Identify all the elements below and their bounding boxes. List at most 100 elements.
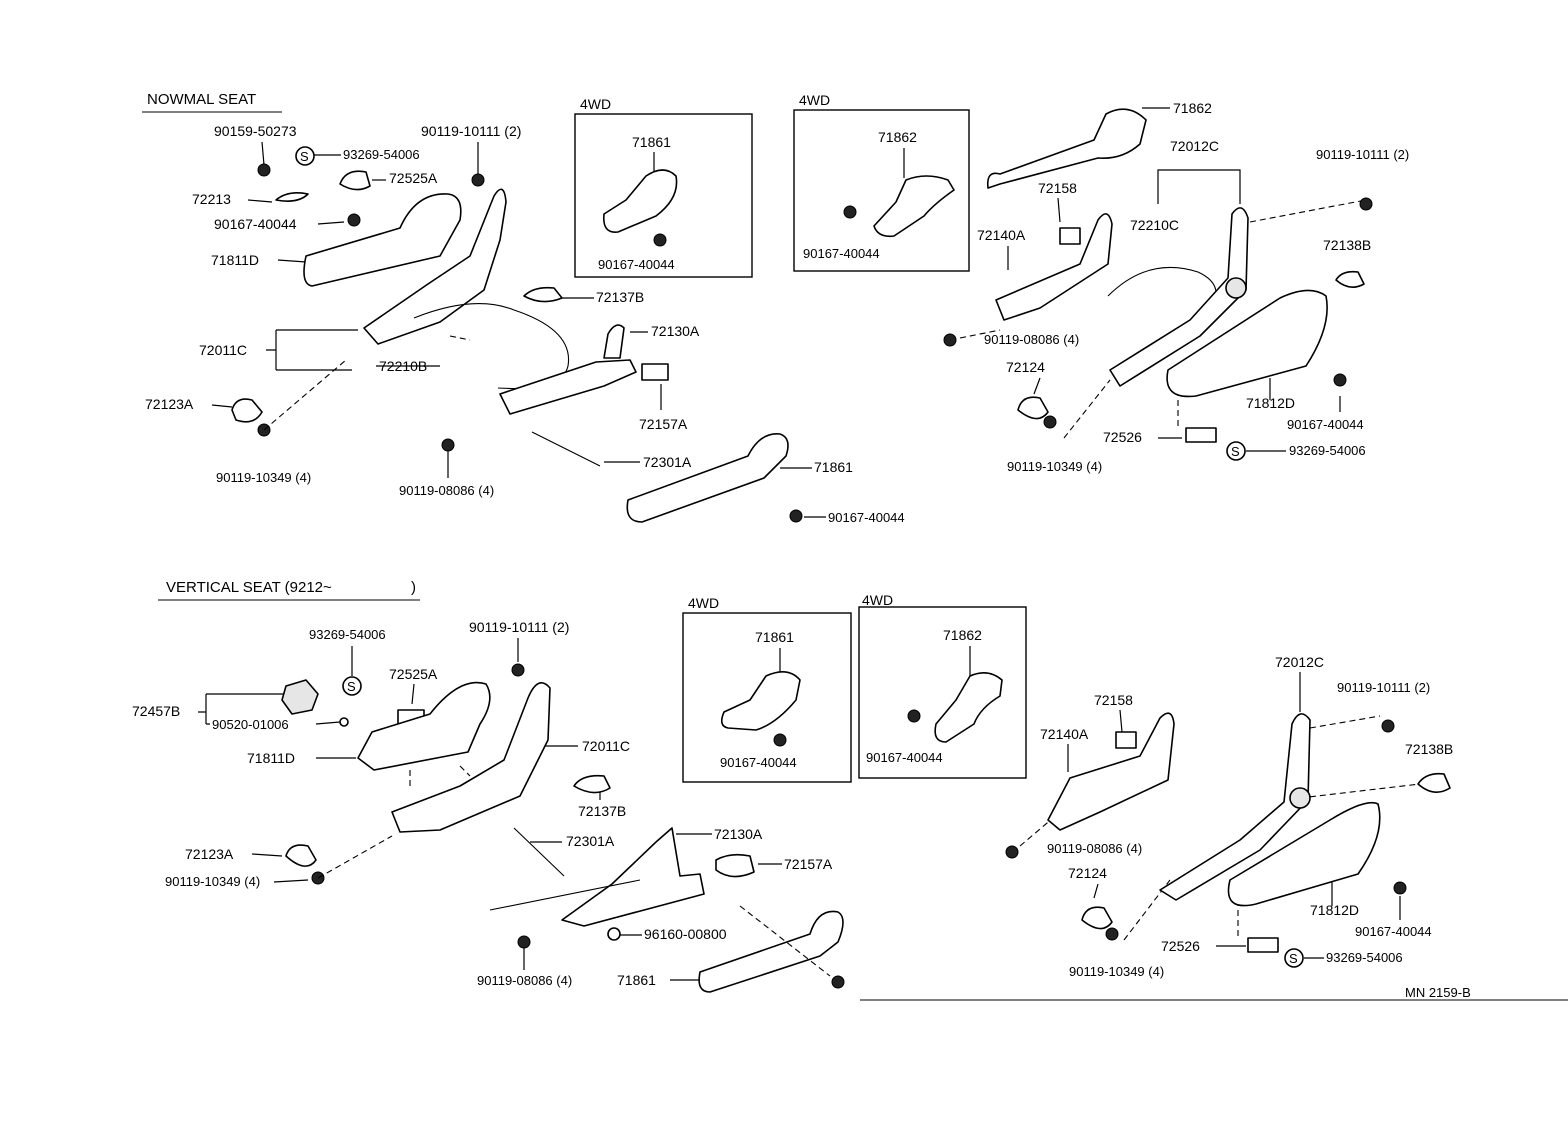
label-72457B: 72457B [132,703,180,719]
label-72123A: 72123A [145,396,194,412]
label-90119-08086: 90119-08086 (4) [1047,841,1142,856]
clip-s-icon [342,676,362,696]
box-part-label: 71861 [755,629,794,645]
box-title: 4WD [799,92,830,108]
box-title: 4WD [688,595,719,611]
bolt-icon [441,438,455,452]
part-72138B-cap [1335,270,1365,288]
label-72130A: 72130A [714,826,763,842]
label-71811D: 71811D [211,252,259,268]
part-71862-cover [986,108,1147,189]
label-72301A: 72301A [566,833,615,849]
bolt-icon [907,709,921,723]
part-72123A-cover [285,844,317,867]
box-4wd-bottom-1: 4WD 71861 90167-40044 [682,595,852,783]
box-bolt-label: 90167-40044 [866,750,943,765]
part-72157A-clip [715,853,755,878]
washer-icon [339,717,349,727]
bolt-icon [1043,415,1057,429]
bolt-icon [653,233,667,247]
label-93269-54006: 93269-54006 [343,147,420,162]
label-72130A: 72130A [651,323,700,339]
label-72124: 72124 [1006,359,1045,375]
part-72124-cover [1017,396,1049,420]
part-71812D-shield [1227,801,1381,907]
label-72158: 72158 [1038,180,1077,196]
label-72011C: 72011C [582,738,630,754]
label-72124: 72124 [1068,865,1107,881]
rod-72301A [531,431,601,467]
bolt-icon [471,173,485,187]
label-71812D: 71812D [1310,902,1359,918]
box-bolt-label: 90167-40044 [803,246,880,261]
label-72137B: 72137B [578,803,626,819]
label-93269-54006: 93269-54006 [1326,950,1403,965]
bolt-icon [1105,927,1119,941]
label-90520-01006: 90520-01006 [212,717,289,732]
svg-text:S: S [347,679,356,694]
label-72525A: 72525A [389,666,438,682]
label-90119-10111: 90119-10111 (2) [469,619,569,635]
clip-s-icon [1226,441,1246,461]
bolt-icon [517,935,531,949]
label-72301A: 72301A [643,454,692,470]
part-71811D-shield [303,193,462,287]
box-part-label: 71861 [632,134,671,150]
box-bolt-label: 90167-40044 [598,257,675,272]
label-72157A: 72157A [784,856,833,872]
label-90119-10111: 90119-10111 (2) [1337,680,1430,695]
part-72158-clip [1115,731,1137,749]
label-90167-40044-lower: 90167-40044 [828,510,905,525]
label-71861: 71861 [814,459,853,475]
bolt-icon [1393,881,1407,895]
bolt-icon [1333,373,1347,387]
label-96160-00800: 96160-00800 [644,926,727,942]
label-72140A: 72140A [1040,726,1089,742]
part-72137B-cap [573,774,611,794]
part-72138B-cap [1417,772,1451,793]
label-71812D: 71812D [1246,395,1295,411]
bolt-icon [1381,719,1395,733]
label-72137B: 72137B [596,289,644,305]
svg-text:S: S [1289,951,1298,966]
section-title-vertical: VERTICAL SEAT (9212~ [166,579,332,596]
part-71812D-shield [1166,289,1328,398]
label-72012C: 72012C [1275,654,1324,670]
label-71862: 71862 [1173,100,1212,116]
svg-text:S: S [300,149,309,164]
bolt-icon [789,509,803,523]
part-72525A-knob [339,170,371,191]
washer-icon [607,927,621,941]
label-90119-10111: 90119-10111 (2) [421,123,521,139]
label-90119-10349: 90119-10349 (4) [216,470,311,485]
clip-s-icon [1284,948,1304,968]
clip-s-icon [295,146,315,166]
drawing-code: MN 2159-B [1405,985,1471,1000]
label-90119-10349: 90119-10349 (4) [1069,964,1164,979]
box-title: 4WD [580,96,611,112]
part-seat-track [499,359,637,415]
bolt-icon [347,213,361,227]
label-72526: 72526 [1161,938,1200,954]
section-vertical-right: 72012C 90119-10111 (2) 72158 72140A 7213… [1005,654,1453,979]
label-72011C: 72011C [199,342,247,358]
section-title-vertical-close: ) [411,579,416,596]
bolt-icon [943,333,957,347]
label-90167-40044: 90167-40044 [214,216,297,232]
section-normal-right: 71862 72012C 90119-10111 (2) 72158 72210… [943,100,1409,474]
part-72130A-bracket [603,324,625,359]
label-90167-40044: 90167-40044 [1355,924,1432,939]
box-part-label: 71862 [943,627,982,643]
part-72526-clip [1185,427,1217,443]
box-bolt-label: 90167-40044 [720,755,797,770]
svg-text:S: S [1231,444,1240,459]
section-normal-seat: NOWMAL SEAT 90159-50273 93269-54006 7252… [142,91,905,525]
label-71861: 71861 [617,972,656,988]
box-4wd-top-1: 4WD 71861 90167-40044 [574,96,753,278]
label-90119-08086: 90119-08086 (4) [477,973,572,988]
label-93269-54006: 93269-54006 [309,627,386,642]
label-72158: 72158 [1094,692,1133,708]
box-4wd-top-2: 4WD 71862 90167-40044 [793,92,970,272]
spring-icon [1225,277,1247,299]
